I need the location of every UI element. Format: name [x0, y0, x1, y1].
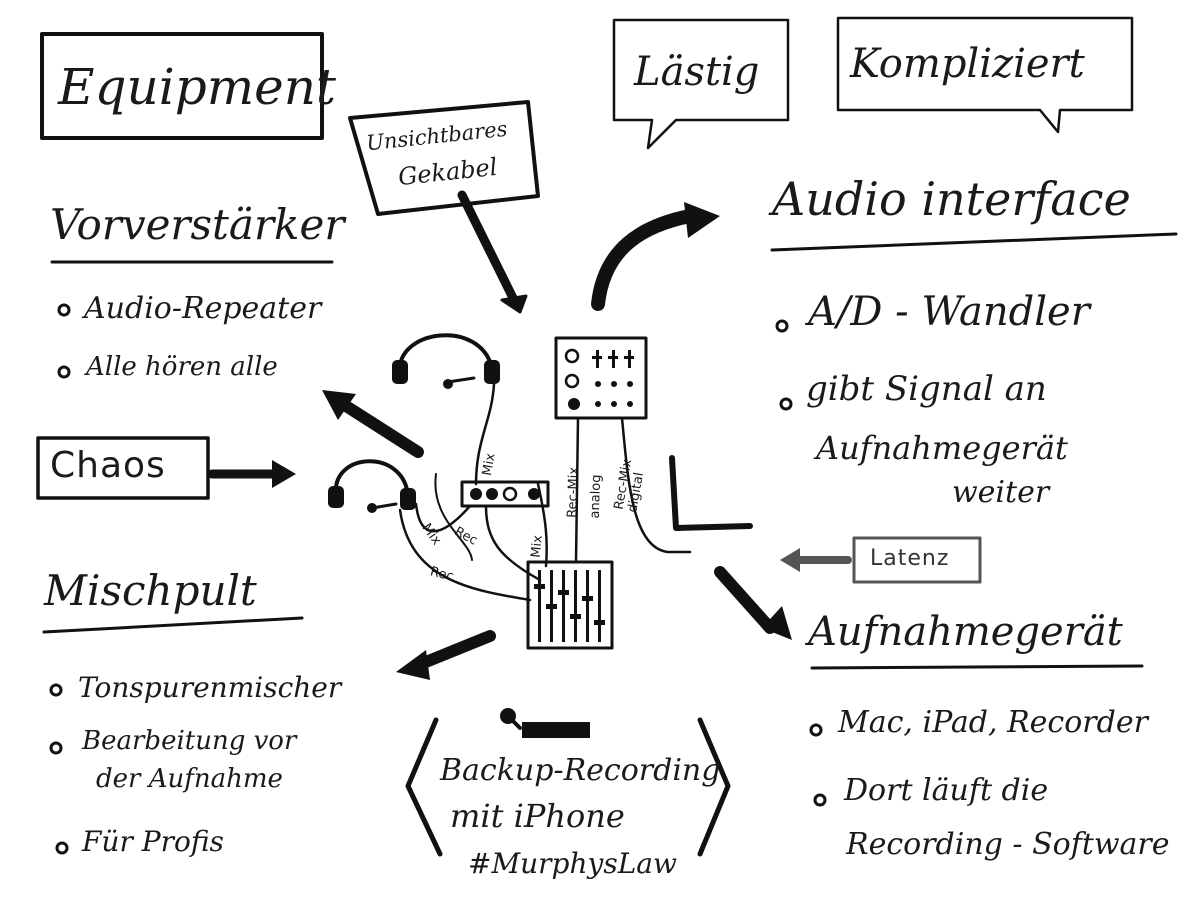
headset-left-drawing — [333, 459, 410, 510]
vorverstaerker-item-2: Alle hören alle — [86, 352, 278, 382]
mixer-device — [526, 560, 614, 650]
aufnahmegeraet-heading: Aufnahmegerät — [808, 609, 1123, 655]
vorverstaerker-item-1: Audio-Repeater — [84, 291, 322, 326]
bracket-left — [405, 717, 443, 857]
aufnahmegeraet-item-1: Mac, iPad, Recorder — [838, 705, 1148, 740]
vorverstaerker-arrow-head — [322, 390, 356, 420]
backup-hashtag: #MurphysLaw — [468, 847, 677, 880]
headset-top-drawing — [397, 333, 494, 384]
bubble-left-outline — [612, 18, 790, 150]
aufnahmegeraet-item-3: Recording - Software — [846, 827, 1170, 862]
bubble-right-outline — [836, 16, 1134, 134]
audio-interface-device — [554, 336, 648, 420]
cable-label-rec-mix-analog: Rec-Mix — [565, 466, 582, 519]
aufnahme-arrow-head — [762, 606, 792, 640]
title-box — [40, 32, 324, 140]
chaos-box — [36, 436, 210, 500]
preamp-device — [460, 480, 550, 508]
mischpult-arrow-head — [396, 650, 430, 680]
cable-label-mix-mid: Mix — [528, 534, 546, 559]
audio-interface-item-3: Aufnahmegerät — [816, 429, 1068, 467]
bubble-right: Kompliziert — [850, 41, 1085, 87]
audio-interface-item-1: A/D - Wandler — [808, 289, 1090, 335]
backup-line-1: Backup-Recording — [440, 753, 721, 788]
sign-board — [348, 100, 540, 314]
mischpult-item-3: der Aufnahme — [96, 764, 283, 794]
backup-line-2: mit iPhone — [450, 797, 625, 835]
mischpult-heading: Mischpult — [44, 566, 257, 615]
audio-interface-item-2: gibt Signal an — [806, 369, 1047, 409]
audio-interface-heading: Audio interface — [772, 172, 1131, 226]
mischpult-item-2: Bearbeitung vor — [82, 726, 297, 756]
chaos-label: Chaos — [50, 445, 166, 486]
mischpult-item-4: Für Profis — [82, 825, 224, 858]
bubble-left: Lästig — [634, 49, 760, 95]
bracket-right — [697, 717, 731, 857]
audio-arrow-head — [684, 202, 720, 238]
cable-label-mix-top: Mix — [479, 452, 499, 477]
page-title: Equipment — [58, 58, 337, 116]
latenz-box — [852, 536, 982, 584]
chaos-arrow-head — [272, 460, 296, 488]
cable-label-analog: analog — [587, 474, 605, 519]
aufnahmegeraet-item-2: Dort läuft die — [844, 773, 1049, 808]
latenz-label: Latenz — [870, 546, 950, 571]
audio-interface-item-4: weiter — [952, 475, 1050, 510]
mischpult-item-1: Tonspurenmischer — [78, 671, 342, 704]
vorverstaerker-heading: Vorverstärker — [50, 200, 345, 249]
